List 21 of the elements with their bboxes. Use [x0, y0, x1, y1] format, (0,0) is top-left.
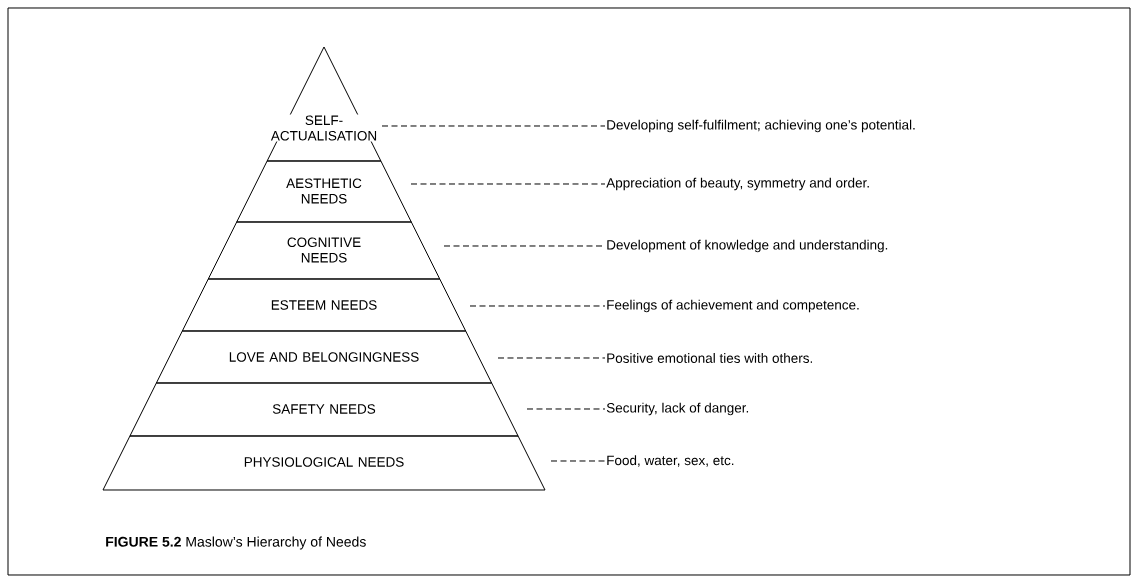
description-text: Security, lack of danger. [606, 402, 749, 416]
leader-line [469, 305, 606, 307]
pyramid-level: COGNITIVE NEEDS [207, 221, 441, 280]
pyramid-level: SELF-ACTUALISATION [266, 46, 382, 162]
description-text: Feelings of achievement and competence. [607, 299, 859, 313]
pyramid-level: PHYSIOLOGICAL NEEDS [102, 435, 546, 491]
leader-line [410, 183, 606, 185]
description-text: Food, water, sex, etc. [607, 455, 734, 467]
pyramid-level: LOVE AND BELONGINGNESS [155, 330, 493, 384]
leader-line [550, 460, 606, 462]
description-text: Positive emotional ties with others. [607, 353, 813, 363]
pyramid-level: AESTHETIC NEEDS [236, 160, 412, 223]
description-text: Appreciation of beauty, symmetry and order. [606, 177, 869, 191]
figure-caption: FIGURE 5.2 Maslow’s Hierarchy of Needs [106, 536, 366, 550]
leader-line [381, 125, 606, 127]
pyramid-level: ESTEEM NEEDS [181, 278, 467, 332]
leader-line [497, 357, 606, 359]
pyramid-level: SAFETY NEEDS [129, 382, 519, 437]
description-text: Developing self-fulfilment; achieving one’s potential. [607, 119, 915, 133]
description-text: Development of knowledge and understanding. [607, 239, 888, 253]
leader-line [526, 408, 606, 410]
